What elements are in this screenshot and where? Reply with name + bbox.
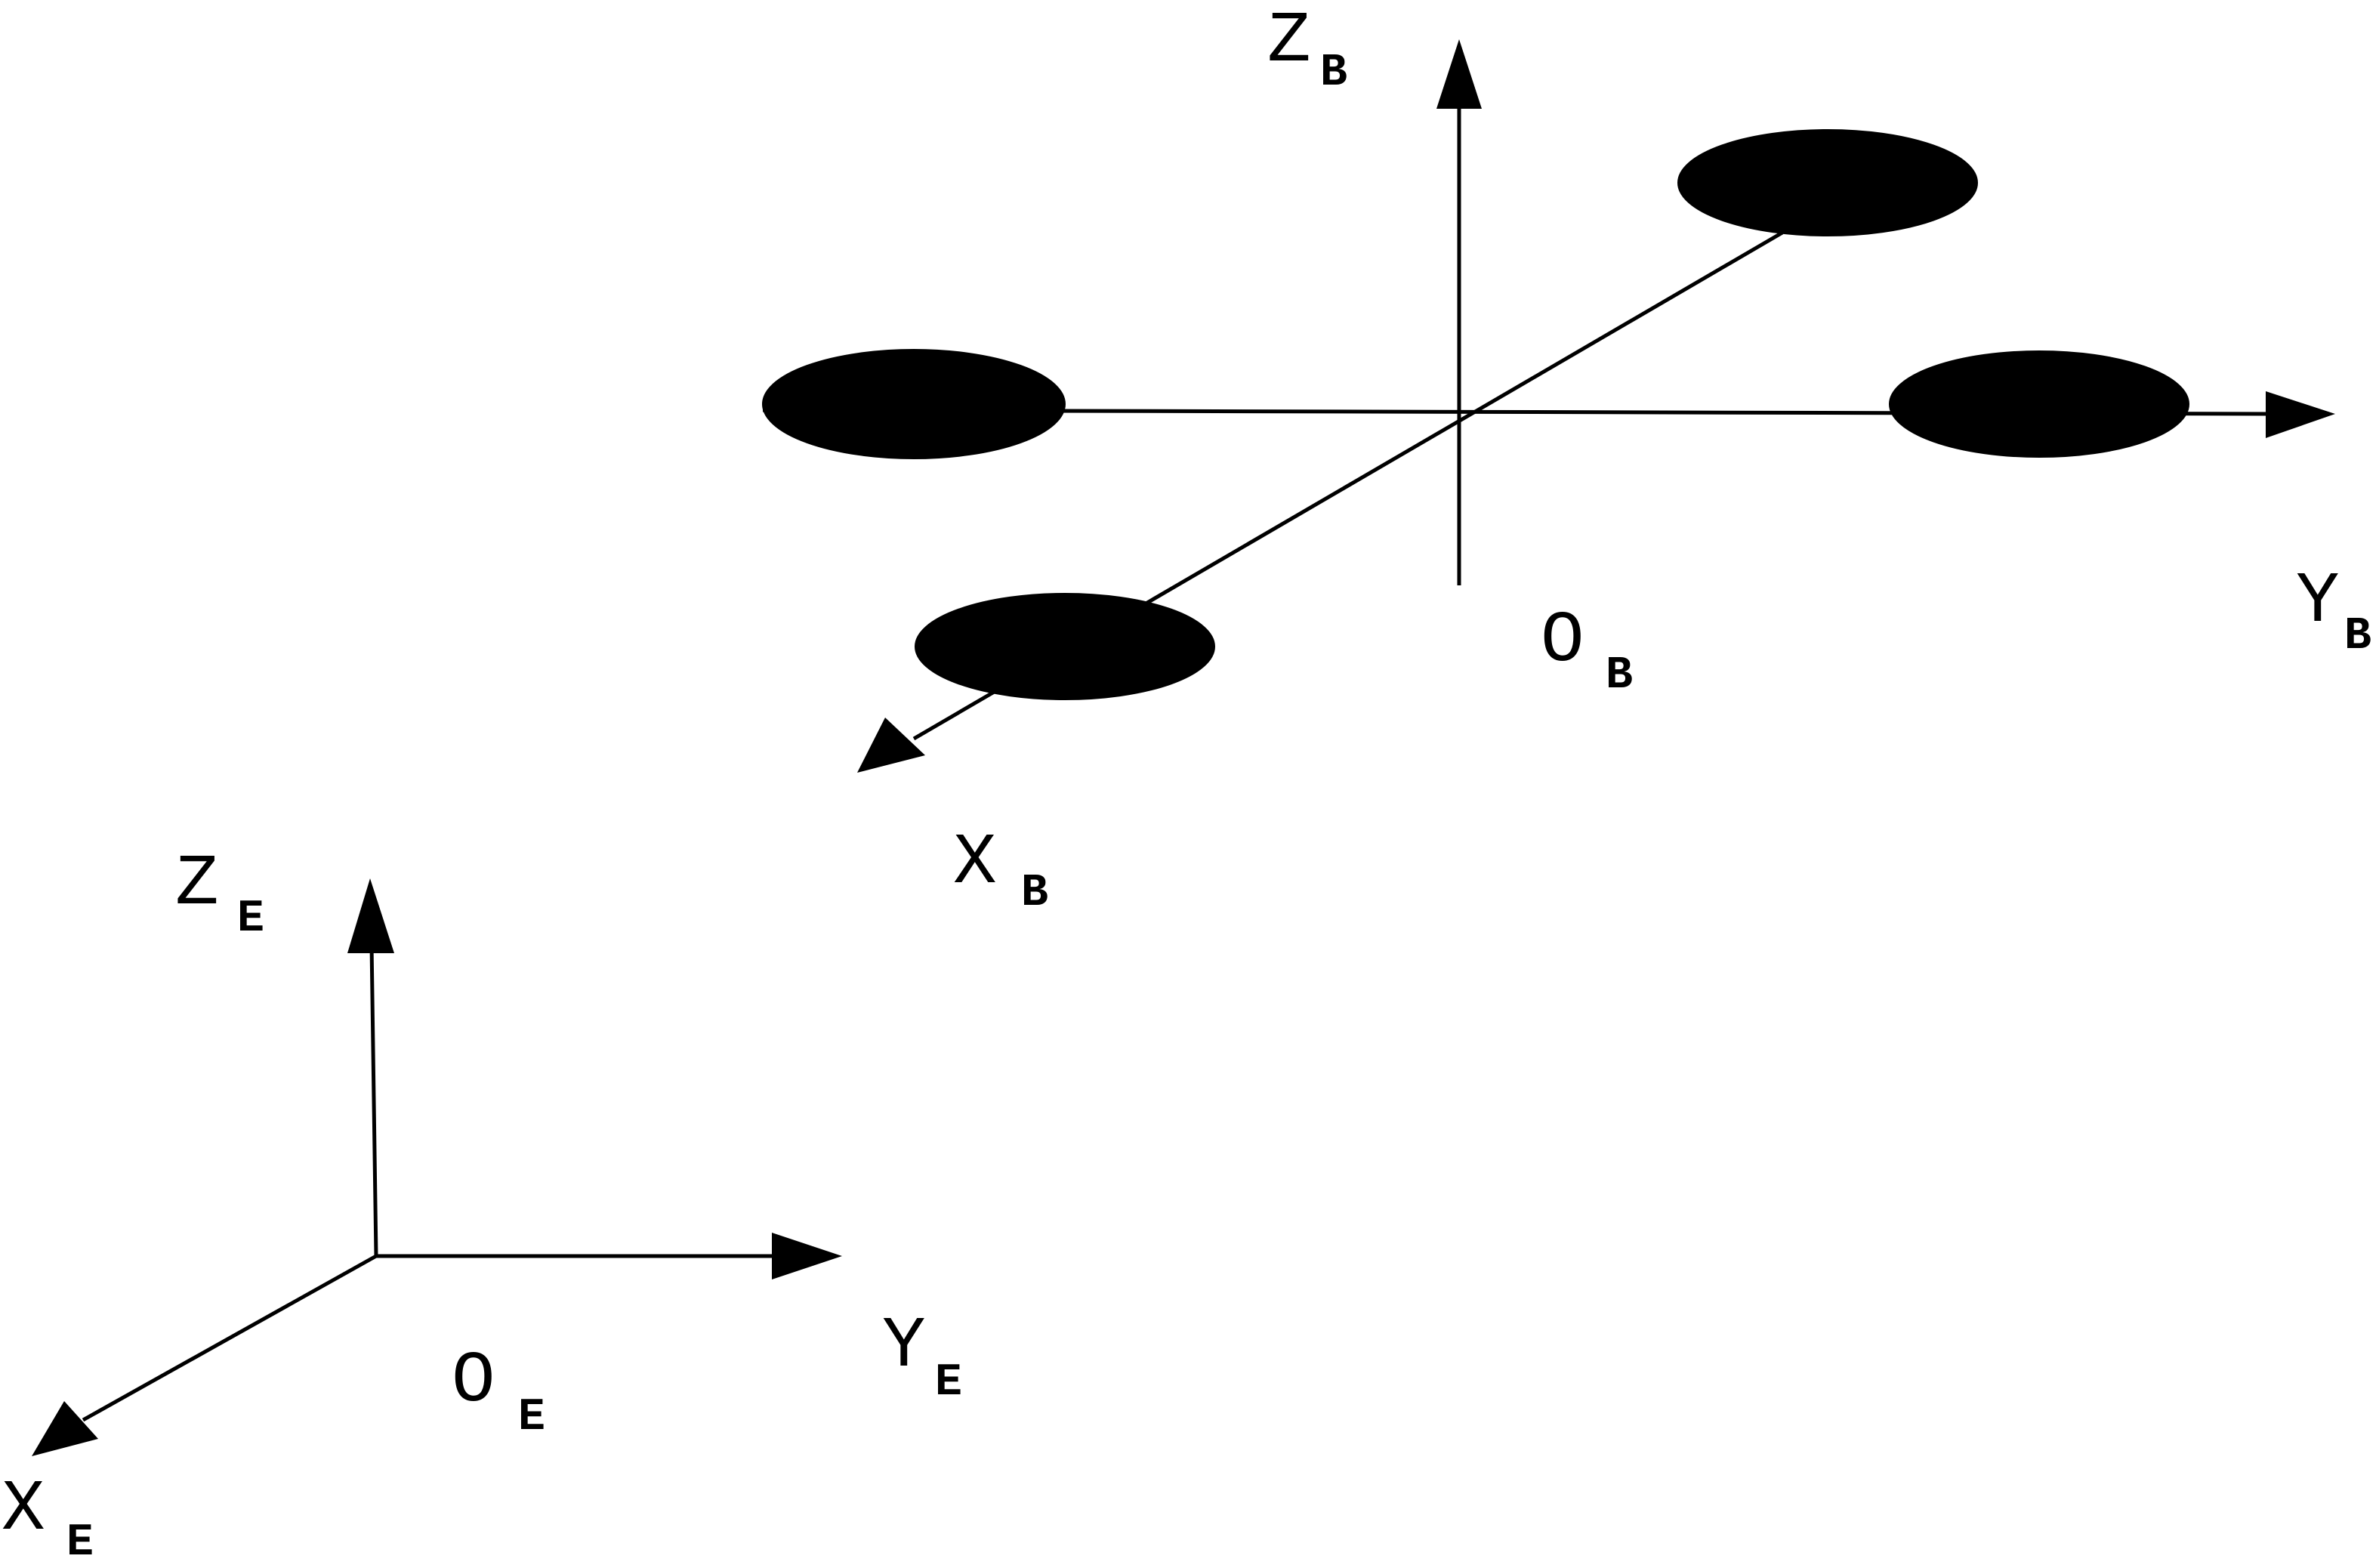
svg-text:Z: Z (175, 843, 219, 925)
rotor-right (1889, 350, 2189, 458)
body-y-axis-label: Y B (2296, 560, 2371, 662)
earth-y-axis-arrowhead (772, 1233, 842, 1279)
svg-text:E: E (66, 1517, 94, 1568)
earth-z-axis-arrowhead (347, 878, 394, 953)
body-z-axis-arrowhead (1436, 39, 1482, 109)
rotor-left (762, 349, 1066, 459)
svg-text:B: B (2344, 611, 2371, 662)
svg-text:B: B (1320, 48, 1347, 99)
svg-text:E: E (518, 1392, 545, 1443)
earth-y-axis-label: Y E (882, 1305, 962, 1409)
svg-text:E: E (237, 894, 264, 945)
earth-x-axis-arrowhead (32, 1401, 98, 1456)
svg-text:Y: Y (2296, 560, 2340, 643)
earth-z-axis-label: Z E (175, 843, 264, 945)
svg-text:X: X (2, 1468, 45, 1551)
rotor-back (1677, 129, 1978, 236)
earth-x-axis-label: X E (2, 1468, 94, 1568)
body-frame: Z B Y B O B X B (762, 0, 2371, 919)
svg-text:X: X (953, 822, 997, 904)
earth-frame: Z E Y E O E X E (2, 843, 962, 1568)
svg-text:B: B (1606, 650, 1633, 702)
earth-x-axis-line (82, 1254, 378, 1422)
earth-origin-label: O E (452, 1340, 545, 1443)
earth-z-axis-line (369, 943, 378, 1257)
svg-text:B: B (1021, 868, 1048, 919)
svg-text:E: E (935, 1357, 962, 1409)
body-origin-label: O B (1541, 600, 1633, 702)
rotor-front (915, 593, 1215, 700)
svg-text:Y: Y (882, 1305, 926, 1387)
svg-text:Z: Z (1267, 0, 1311, 82)
svg-text:O: O (1541, 600, 1584, 682)
body-x-axis-arrowhead (857, 718, 925, 773)
body-y-axis-arrowhead (2266, 391, 2335, 438)
svg-text:O: O (452, 1340, 495, 1422)
body-x-axis-label: X B (953, 822, 1048, 919)
body-z-axis-label: Z B (1267, 0, 1347, 99)
